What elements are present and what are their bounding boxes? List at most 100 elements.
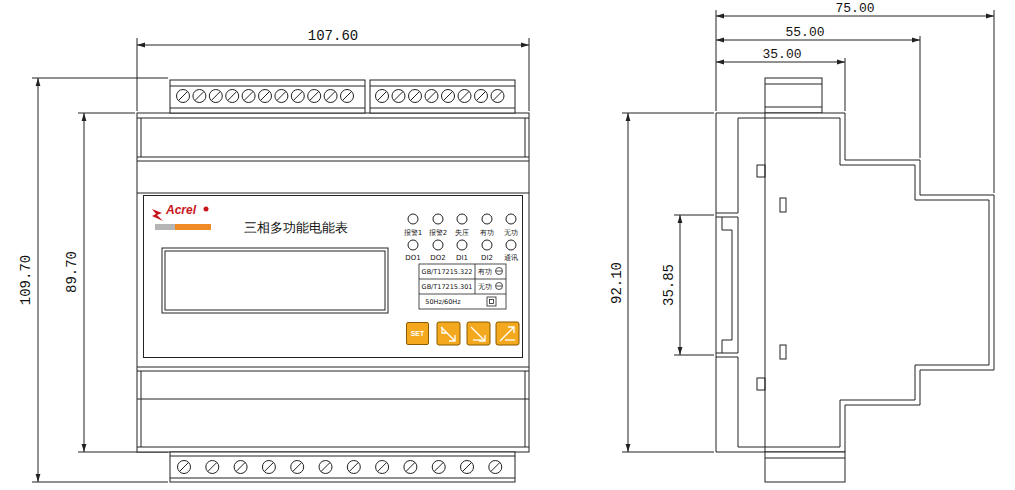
spec-table <box>419 264 506 309</box>
front-housing <box>141 118 525 447</box>
indicator-led <box>433 214 443 224</box>
terminal-screw <box>425 90 438 103</box>
terminal-screw <box>341 90 354 103</box>
table-cell: GB/T17215.301 <box>422 283 473 290</box>
terminal-screw <box>442 90 455 103</box>
terminal-screw <box>262 461 275 474</box>
side-housing <box>765 452 845 482</box>
indicator-led <box>408 240 418 250</box>
button-icon <box>500 327 514 341</box>
terminal-screw <box>319 461 332 474</box>
side-housing <box>765 84 822 107</box>
front-housing <box>137 118 529 447</box>
lcd-display <box>165 251 385 310</box>
terminal-screw <box>209 90 222 103</box>
terminal-screw <box>432 461 445 474</box>
terminal-screw <box>244 92 253 101</box>
side-housing <box>738 113 765 452</box>
terminal-screw <box>293 92 302 101</box>
front-housing <box>137 113 529 452</box>
terminal-screw <box>291 461 304 474</box>
terminal-screw <box>326 92 335 101</box>
brand-mark <box>152 209 163 221</box>
terminal-screw <box>291 461 304 474</box>
terminal-screw <box>409 90 422 103</box>
terminal-screw <box>262 461 275 474</box>
terminal-screw <box>177 90 190 103</box>
terminal-screw <box>491 90 504 103</box>
terminal-screw <box>261 92 270 101</box>
terminal-screw <box>347 461 360 474</box>
terminal-screw <box>180 463 189 472</box>
terminal-screw <box>411 92 420 101</box>
terminal-screw <box>293 463 302 472</box>
terminal-screw <box>461 461 474 474</box>
terminal-screw <box>425 90 438 103</box>
brand-mark <box>204 207 209 212</box>
terminal-screw <box>378 463 387 472</box>
lcd-display <box>162 248 388 313</box>
side-housing <box>780 345 786 359</box>
terminal-screw <box>177 90 190 103</box>
side-housing <box>757 165 765 177</box>
terminal-screw <box>460 92 469 101</box>
button-icon <box>442 327 447 333</box>
led-label: 无功 <box>504 230 518 237</box>
terminal-screw <box>277 92 286 101</box>
dimension-text: 109.70 <box>19 255 33 305</box>
terminal-screw <box>392 90 405 103</box>
terminal-screw <box>392 90 405 103</box>
side-housing <box>716 213 738 357</box>
side-housing <box>738 118 989 447</box>
terminal-screw <box>376 90 389 103</box>
led-label: 报警1 <box>404 230 422 237</box>
dimension-text: 92.10 <box>610 262 624 304</box>
dimension-line <box>628 113 629 452</box>
terminal-screw <box>208 463 217 472</box>
brand-logo: Acrel <box>166 204 196 216</box>
spec-table <box>496 283 503 290</box>
terminal-screw <box>259 90 272 103</box>
side-housing <box>716 113 994 452</box>
table-cell: 无功 <box>478 283 492 290</box>
spec-table <box>496 286 502 287</box>
indicator-led <box>433 240 443 250</box>
button-icon <box>505 339 515 340</box>
key-button <box>467 322 490 345</box>
indicator-led <box>408 214 516 250</box>
terminal-screw <box>195 92 204 101</box>
terminal-screw <box>444 92 453 101</box>
brand-mark <box>155 224 175 230</box>
led-label: 报警2 <box>429 230 447 237</box>
terminal-screw <box>376 461 389 474</box>
button-icon <box>441 327 515 341</box>
dimension-line <box>137 45 529 46</box>
terminal-screw <box>406 463 415 472</box>
terminal-screw <box>461 461 474 474</box>
terminal-screw <box>324 90 337 103</box>
terminal-screw <box>343 92 352 101</box>
brand-mark <box>155 224 211 230</box>
terminal-screw <box>264 463 273 472</box>
dimension-line <box>716 62 845 63</box>
terminal-screw <box>349 463 358 472</box>
terminal-screw <box>234 461 247 474</box>
indicator-led <box>408 214 418 224</box>
terminal-screw <box>206 461 219 474</box>
led-label: 有功 <box>480 230 494 237</box>
dimension-line <box>680 215 681 355</box>
terminal-screw <box>236 463 245 472</box>
terminal-screw <box>206 461 219 474</box>
spec-table <box>419 264 506 294</box>
terminal-screw <box>489 461 502 474</box>
key-button <box>496 322 519 345</box>
indicator-led <box>506 214 516 224</box>
terminal-screw <box>178 461 191 474</box>
terminal-screw <box>209 90 222 103</box>
lcd-display <box>162 248 388 313</box>
led-label: 失压 <box>455 230 469 237</box>
extension-line <box>137 38 529 111</box>
dimension-text: 89.70 <box>65 251 79 293</box>
button-icon <box>441 327 455 341</box>
terminal-screw <box>211 92 220 101</box>
